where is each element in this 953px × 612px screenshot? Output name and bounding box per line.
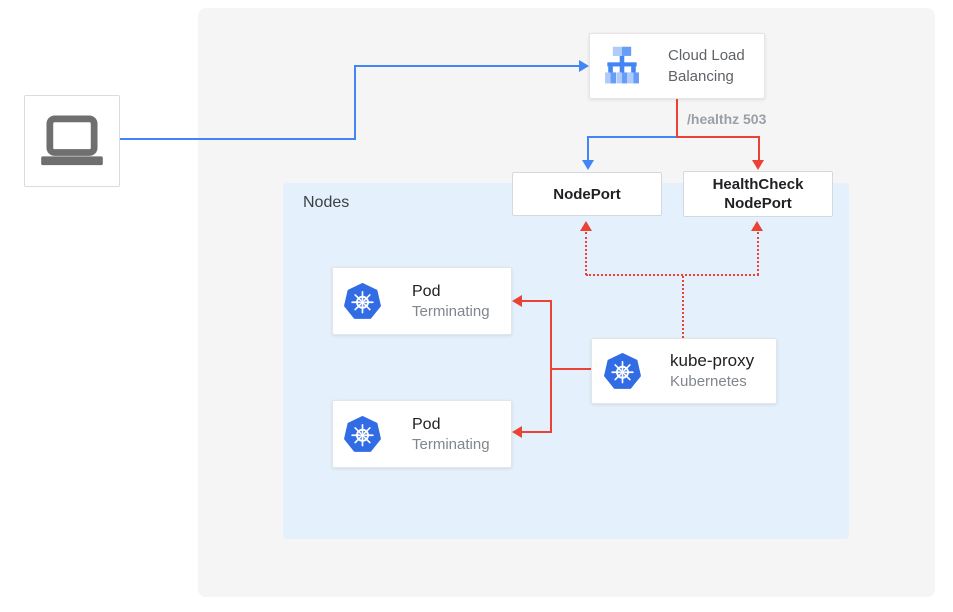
kube-proxy-node: kube-proxy Kubernetes — [591, 338, 777, 404]
edge-kubeproxy-to-pods-segment-2 — [550, 301, 552, 433]
edge-kubeproxy-to-nodeport-dotted — [585, 232, 587, 275]
edge-client-to-clb-segment-1 — [120, 138, 356, 140]
kubernetes-icon — [604, 352, 641, 390]
edge-to-pod1-arrowhead — [512, 295, 522, 307]
edge-clb-to-healthcheck-arrowhead — [752, 160, 764, 170]
pod2-title: Pod — [412, 415, 441, 433]
healthz-edge-label: /healthz 503 — [687, 111, 767, 127]
pod2-status: Terminating — [412, 435, 490, 453]
edge-client-to-clb-segment-2 — [354, 66, 356, 140]
kube-proxy-subtitle: Kubernetes — [670, 373, 747, 390]
pod1-status: Terminating — [412, 302, 490, 320]
healthcheck-nodeport-node: HealthCheck NodePort — [683, 171, 833, 217]
edge-clb-to-nodeport-arrowhead — [582, 160, 594, 170]
edge-kubeproxy-up-dotted-stem — [682, 276, 684, 338]
edge-to-pod2-arrowhead — [512, 426, 522, 438]
cloud-load-balancing-label: Cloud Load Balancing — [668, 47, 745, 85]
pod2-node: Pod Terminating — [332, 400, 512, 468]
edge-clb-to-nodeport-segment-2 — [587, 136, 589, 161]
nodes-group-label: Nodes — [303, 194, 350, 211]
edge-client-to-clb-arrowhead — [579, 60, 589, 72]
pod1-node: Pod Terminating — [332, 267, 512, 335]
edge-clb-to-healthcheck-segment-2 — [758, 136, 760, 161]
edge-to-pod2-segment — [520, 431, 552, 433]
edge-client-to-clb-segment-3 — [354, 65, 580, 67]
edge-kubeproxy-to-nodeport-arrowhead — [580, 221, 592, 231]
cloud-load-balancing-node: Cloud Load Balancing — [589, 33, 765, 99]
edge-clb-to-healthcheck-segment-1 — [676, 136, 760, 138]
edge-kubeproxy-to-healthcheck-dotted — [757, 232, 759, 275]
edge-kubeproxy-dotted-horizontal — [586, 274, 759, 276]
edge-kubeproxy-to-healthcheck-arrowhead — [751, 221, 763, 231]
edge-kubeproxy-to-pods-segment-1 — [551, 368, 591, 370]
healthcheck-nodeport-label: HealthCheck NodePort — [712, 176, 804, 212]
kube-proxy-title: kube-proxy — [670, 351, 755, 370]
cloud-load-balancing-icon — [600, 44, 644, 88]
nodeport-label: NodePort — [553, 185, 621, 203]
kubernetes-icon — [344, 415, 381, 453]
edge-to-pod1-segment — [520, 300, 552, 302]
edge-clb-to-nodeport-segment-1 — [587, 136, 677, 138]
nodeport-node: NodePort — [512, 172, 662, 216]
laptop-icon — [39, 115, 105, 167]
kubernetes-icon — [344, 282, 381, 320]
edge-clb-down-segment — [676, 99, 678, 137]
pod1-title: Pod — [412, 282, 441, 300]
client-node — [24, 95, 120, 187]
